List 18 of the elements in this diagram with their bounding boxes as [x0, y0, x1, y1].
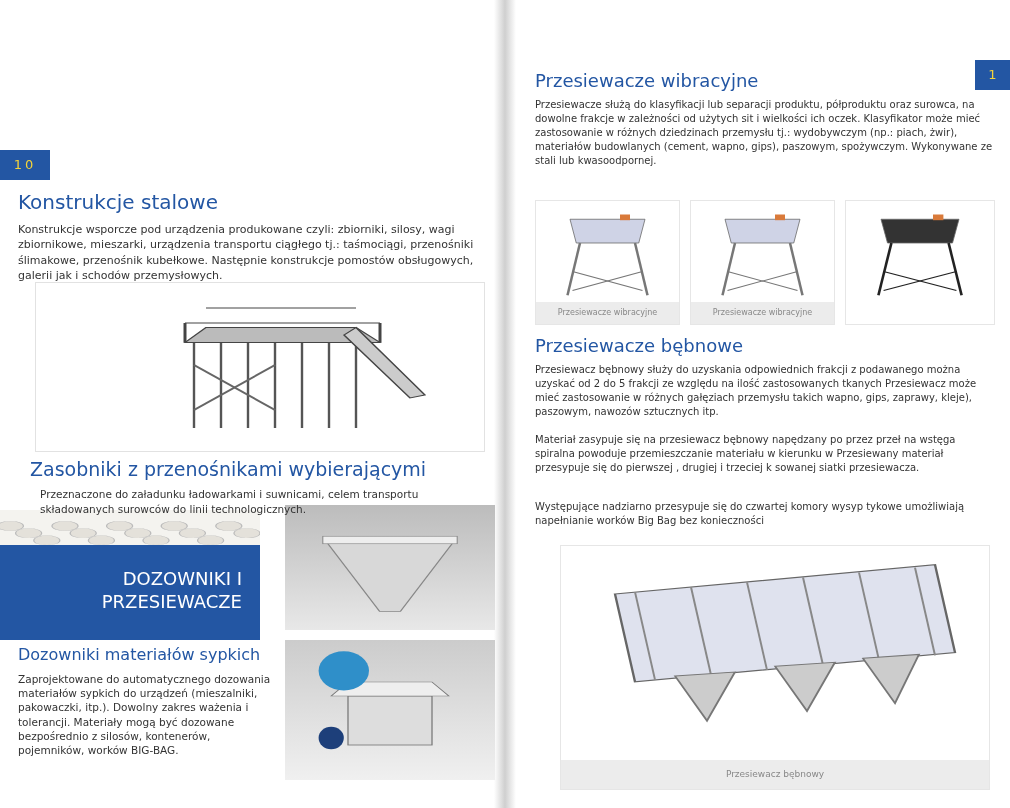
body-paragraph: Przesiewacz bębnowy służy do uzyskania odpowiednich frakcji z podawanego można uzyskać od 2 do 5 frakcji ze względu na ilość zastosowanych tkanych Przesiewacz może mieć zastosowanie w różnych gałęziach przemysłu takich wapno, gips, zaprawy, kleje), paszowym, nawozów sztucznych itp.	[535, 363, 978, 419]
section-heading: Przesiewacze wibracyjne	[535, 70, 760, 91]
image-caption: Przesiewacze wibracyjne	[691, 302, 834, 324]
section-banner: DOZOWNIKI I PRZESIEWACZE	[0, 545, 260, 640]
section-heading: Przesiewacze bębnowe	[535, 335, 744, 356]
body-paragraph: Przeznaczone do załadunku ładowarkami i suwnicami, celem transportu składowanych surowców do linii technologicznych.	[40, 487, 420, 517]
body-paragraph: Materiał zasypuje się na przesiewacz bębnowy napędzany po przez przeł na wstęga spiralna powoduje przemieszczanie materiału w kierunku w Przesiewany materiał przesypuje się do pierwszej , drugiej i trzeciej k sowanej siatki przesiewacza.	[535, 433, 957, 475]
body-paragraph: Występujące nadziarno przesypuje się do czwartej komory wysyp tykowe umożliwiają napełnianie worków Big Bag bez konieczności	[535, 500, 966, 528]
page-number-tab: 10	[0, 150, 50, 180]
image-caption: Przesiewacz bębnowy	[561, 760, 989, 789]
section-heading: Zasobniki z przenośnikami wybierającymi	[30, 458, 428, 480]
section-heading: Konstrukcje stalowe	[18, 190, 219, 214]
body-paragraph: Konstrukcje wsporcze pod urządzenia produkowane czyli: zbiorniki, silosy, wagi zbiornikowe, mieszarki, urządzenia transportu ciągłego tj.: taśmociągi, przenośniki ślimakowe, przenośnik kubełkowe. Następnie konstrukcje pomostów obsługowych, galerii jak i schodów przemysłowych.	[18, 222, 475, 284]
page-number-tab: 1	[975, 60, 1010, 90]
body-paragraph: Zaprojektowane do automatycznego dozowania materiałów sypkich do urządzeń (mieszalniki, pakowaczki, itp.). Dowolny zakres ważenia i tolerancji. Materiały mogą być dozowane bezpośrednio z silosów, kontenerów, pojemników, worków BIG-BAG.	[18, 672, 272, 758]
body-paragraph: Przesiewacze służą do klasyfikacji lub separacji produktu, półproduktu oraz surowca, na dowolne frakcje w zależności od użytych sit i wielkości ich oczek. Klasyfikator może mieć zastosowanie w różnych dziedzinach przemysłu tj.: wydobywczym (np.: piach, żwir), materiałów budowlanych (cement, wapno, gips), paszowym, spożywczym. Wykonywane ze stali lub kwasoodpornej.	[535, 98, 994, 168]
section-heading: Dozowniki materiałów sypkich	[18, 645, 262, 664]
image-caption: Przesiewacze wibracyjne	[536, 302, 679, 324]
